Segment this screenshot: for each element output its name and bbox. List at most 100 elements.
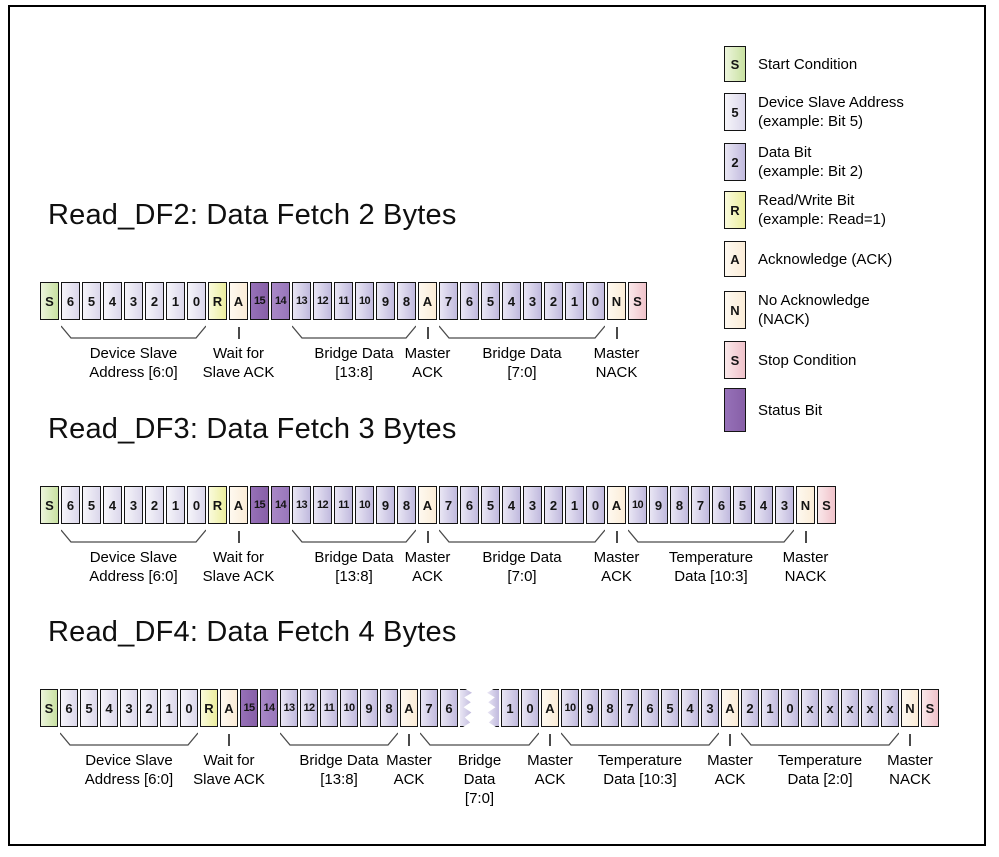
annotation-label-line: Master [404,345,451,362]
annotation-label-line: Wait for [212,345,265,362]
annotation-label-line: [13:8] [335,568,373,585]
bit-cell-label: 12 [303,702,315,714]
bit-cell-label: 3 [129,497,138,513]
bit-cell-label: 9 [381,293,390,309]
legend-label-line: (example: Bit 5) [758,113,864,130]
bit-cell-data-9: 9 [376,282,395,320]
bit-cell-label: 6 [717,497,726,513]
bit-cell-label: 15 [253,499,266,511]
bit-cell-data-x: x [821,689,839,727]
bit-cell-data-7: 7 [621,689,639,727]
bit-cell-data-3: 3 [701,689,719,727]
bit-cell-statusA-15: 15 [240,689,258,727]
bit-cell-label: 3 [528,497,537,513]
bit-cell-label: 11 [338,295,349,307]
legend-label-line: No Acknowledge [758,292,870,309]
bit-cell-label: A [611,497,622,513]
bit-cell-label: N [905,700,915,716]
annotation-label-line: Master [887,752,933,769]
bit-cell-data-1: 1 [501,689,519,727]
bit-cell-label: 6 [66,497,75,513]
bit-cell-data-0: 0 [521,689,539,727]
span-brace [561,732,719,746]
section-title-read-df3: Read_DF3: Data Fetch 3 Bytes [48,413,457,445]
bit-cell-label: 7 [696,497,705,513]
bit-cell-data-6: 6 [460,486,479,524]
bit-cell-label: 9 [654,497,663,513]
annotation-label-line: Bridge Data [299,752,379,769]
tear-edge-right [487,689,499,727]
legend-swatch-addr: 5 [724,93,746,131]
bit-cell-label: 5 [87,497,96,513]
bit-cell-label: 13 [283,702,295,714]
bit-cell-stop-S: S [628,282,647,320]
bit-cell-label: 2 [549,497,558,513]
bit-cell-label: A [422,293,433,309]
bit-cell-ack-A: A [541,689,559,727]
annotation-label-line: Temperature [597,752,683,769]
legend-label-line: (NACK) [758,311,810,328]
bit-cell-data-10: 10 [355,282,374,320]
bit-cell-label: 5 [666,700,674,716]
bit-cell-data-3: 3 [523,486,542,524]
bit-cell-label: x [866,700,874,716]
tear-break [460,689,499,727]
bit-cell-label: 2 [746,700,754,716]
bit-cell-label: A [404,700,414,716]
bit-cell-statusB-14: 14 [260,689,278,727]
annotation-label-line: ACK [412,568,443,585]
bit-cell-label: S [45,293,54,309]
bit-cell-addr-2: 2 [145,282,164,320]
annotation-label-line: Master [782,549,829,566]
bit-cell-data-9: 9 [360,689,378,727]
bit-cell-data-6: 6 [440,689,458,727]
bit-cell-label: 7 [425,700,433,716]
annotation-label-line: Address [6:0] [89,364,178,381]
bit-cell-data-0: 0 [586,486,605,524]
bit-cell-data-12: 12 [313,282,332,320]
tear-edge-left [460,689,472,727]
bit-cell-label: A [233,497,244,513]
annotation-label-line: Bridge Data [482,345,562,362]
bit-cell-label: 4 [507,497,516,513]
bit-cell-addr-0: 0 [187,282,206,320]
bit-cell-data-2: 2 [741,689,759,727]
legend-label-line: (example: Read=1) [758,211,886,228]
span-brace [280,732,398,746]
bit-cell-addr-6: 6 [60,689,78,727]
legend-swatch-rw: R [724,191,746,229]
legend-swatch-glyph: 2 [731,154,739,170]
annotation-label: Bridge Data[13:8] [299,751,378,789]
bit-cell-data-6: 6 [641,689,659,727]
legend-swatch-ack: N [724,291,746,329]
annotation-label-line: Bridge Data [314,549,394,566]
bit-cell-label: 5 [486,293,495,309]
bit-cell-label: 0 [192,293,201,309]
bit-cell-label: 9 [586,700,594,716]
single-bit-tick [804,531,807,543]
bit-cell-label: 4 [108,497,117,513]
bit-cell-label: 12 [316,499,329,511]
bit-cell-data-11: 11 [334,282,353,320]
legend-swatch-glyph: S [730,352,740,368]
bit-cell-addr-6: 6 [61,282,80,320]
annotation-label-line: Data [10:3] [674,568,748,585]
legend-label: Status Bit [758,401,822,420]
bit-cell-label: 4 [686,700,694,716]
bit-cell-addr-1: 1 [166,486,185,524]
bit-cell-label: 2 [150,497,159,513]
bit-cell-data-7: 7 [691,486,710,524]
single-bit-tick [909,734,911,746]
bit-cell-label: 5 [486,497,495,513]
legend-swatch-glyph: A [730,251,740,267]
bit-cell-label: 2 [150,293,159,309]
